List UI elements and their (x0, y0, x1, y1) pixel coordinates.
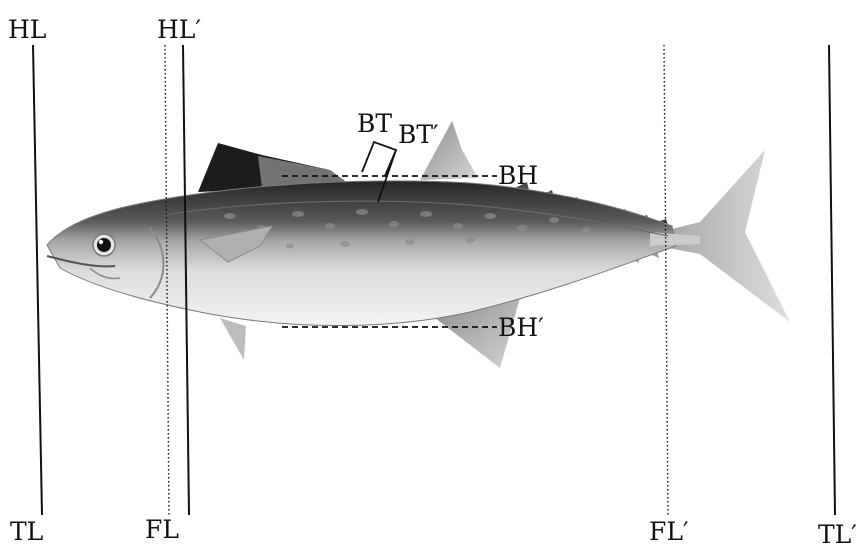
hl-tl-line (33, 45, 42, 515)
label-bt-prime: BT′ (398, 120, 439, 149)
label-bt: BT (357, 109, 392, 138)
fish-body (47, 181, 676, 326)
fish-illustration (47, 121, 790, 368)
tl-prime-line (829, 45, 835, 515)
label-hl-prime: HL′ (157, 15, 201, 44)
label-fl: FL (145, 515, 179, 544)
label-bh-prime: BH′ (498, 313, 544, 342)
label-tl-prime: TL′ (818, 520, 857, 544)
pelvic-fin (220, 318, 246, 360)
fl-prime-dotted-line (664, 45, 668, 515)
fish-eye (93, 234, 115, 256)
label-hl: HL (8, 15, 46, 44)
label-fl-prime: FL′ (649, 517, 689, 544)
label-bh: BH (498, 161, 538, 190)
label-tl: TL (10, 517, 43, 544)
bt-bracket (362, 142, 396, 176)
